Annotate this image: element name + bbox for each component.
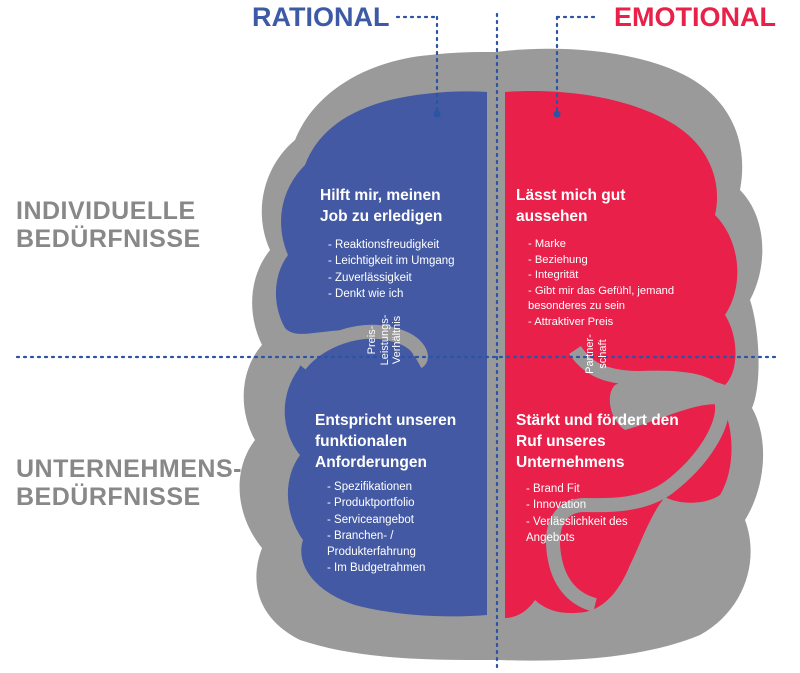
- quadrant-title-line: Anforderungen: [315, 454, 427, 471]
- list-item: Integrität: [528, 268, 703, 284]
- quadrant-title: Stärkt und fördert den Ruf unseres Unter…: [516, 410, 706, 473]
- quadrant-top-right: Lässt mich gut aussehen Marke Beziehung …: [516, 185, 706, 330]
- list-item: Marke: [528, 237, 703, 253]
- quadrant-list: Reaktionsfreudigkeit Leichtigkeit im Umg…: [328, 237, 480, 302]
- quadrant-title: Entspricht unseren funktionalen Anforder…: [315, 410, 485, 473]
- row-label-company: UNTERNEHMENS- BEDÜRFNISSE: [16, 455, 242, 511]
- quadrant-title-line: funktionalen: [315, 433, 408, 450]
- list-item: Brand Fit: [526, 481, 666, 497]
- list-item: Reaktionsfreudigkeit: [328, 237, 480, 253]
- list-item: Im Budgetrahmen: [327, 560, 457, 576]
- emotional-header: EMOTIONAL: [614, 2, 776, 32]
- row-label-company-line-2: BEDÜRFNISSE: [16, 483, 201, 511]
- list-item: Innovation: [526, 497, 666, 513]
- list-item: Serviceangebot: [327, 512, 457, 528]
- list-item: Produktportfolio: [327, 495, 457, 511]
- quadrant-bottom-right: Stärkt und fördert den Ruf unseres Unter…: [516, 410, 706, 546]
- emotional-pointer-dot: [553, 110, 561, 118]
- row-label-individual-line-2: BEDÜRFNISSE: [16, 225, 201, 253]
- quadrant-top-left: Hilft mir, meinen Job zu erledigen Reakt…: [320, 185, 480, 302]
- list-item: Gibt mir das Gefühl, jemand besonderes z…: [528, 284, 703, 315]
- quadrant-title: Lässt mich gut aussehen: [516, 185, 706, 227]
- rational-groove: [294, 324, 428, 370]
- quadrant-title-line: Unternehmens: [516, 454, 625, 471]
- emotional-groove: [546, 345, 730, 612]
- row-label-individual-line-1: INDIVIDUELLE: [16, 197, 196, 225]
- quadrant-bottom-left: Entspricht unseren funktionalen Anforder…: [315, 410, 485, 577]
- rational-pointer-dot: [433, 110, 441, 118]
- quadrant-title-line: Entspricht unseren: [315, 412, 457, 429]
- list-item: Beziehung: [528, 253, 703, 269]
- quadrant-list: Brand Fit Innovation Verlässlichkeit des…: [526, 481, 666, 546]
- quadrant-list: Marke Beziehung Integrität Gibt mir das …: [528, 237, 703, 330]
- quadrant-title: Hilft mir, meinen Job zu erledigen: [320, 185, 480, 227]
- quadrant-title-line: Ruf unseres: [516, 433, 606, 450]
- quadrant-title-line: Job zu erledigen: [320, 208, 443, 225]
- list-item: Attraktiver Preis: [528, 315, 703, 331]
- quadrant-title-line: aussehen: [516, 208, 588, 225]
- row-label-company-line-1: UNTERNEHMENS-: [16, 455, 242, 483]
- quadrant-title-line: Lässt mich gut: [516, 187, 626, 204]
- quadrant-title-line: Hilft mir, meinen: [320, 187, 441, 204]
- list-item: Zuverlässigkeit: [328, 270, 480, 286]
- quadrant-title-line: Stärkt und fördert den: [516, 412, 679, 429]
- list-item: Denkt wie ich: [328, 286, 480, 302]
- list-item: Spezifikationen: [327, 479, 457, 495]
- price-performance-label: Preis- Leistungs- Verhältnis: [366, 314, 403, 366]
- quadrant-list: Spezifikationen Produktportfolio Service…: [327, 479, 457, 577]
- list-item: Branchen- / Produkterfahrung: [327, 528, 457, 561]
- list-item: Leichtigkeit im Umgang: [328, 253, 480, 269]
- list-item: Verlässlichkeit des Angebots: [526, 514, 666, 547]
- rational-header: RATIONAL: [252, 2, 390, 32]
- partnership-label: Partner- schaft: [584, 334, 609, 374]
- row-label-individual: INDIVIDUELLE BEDÜRFNISSE: [16, 197, 201, 253]
